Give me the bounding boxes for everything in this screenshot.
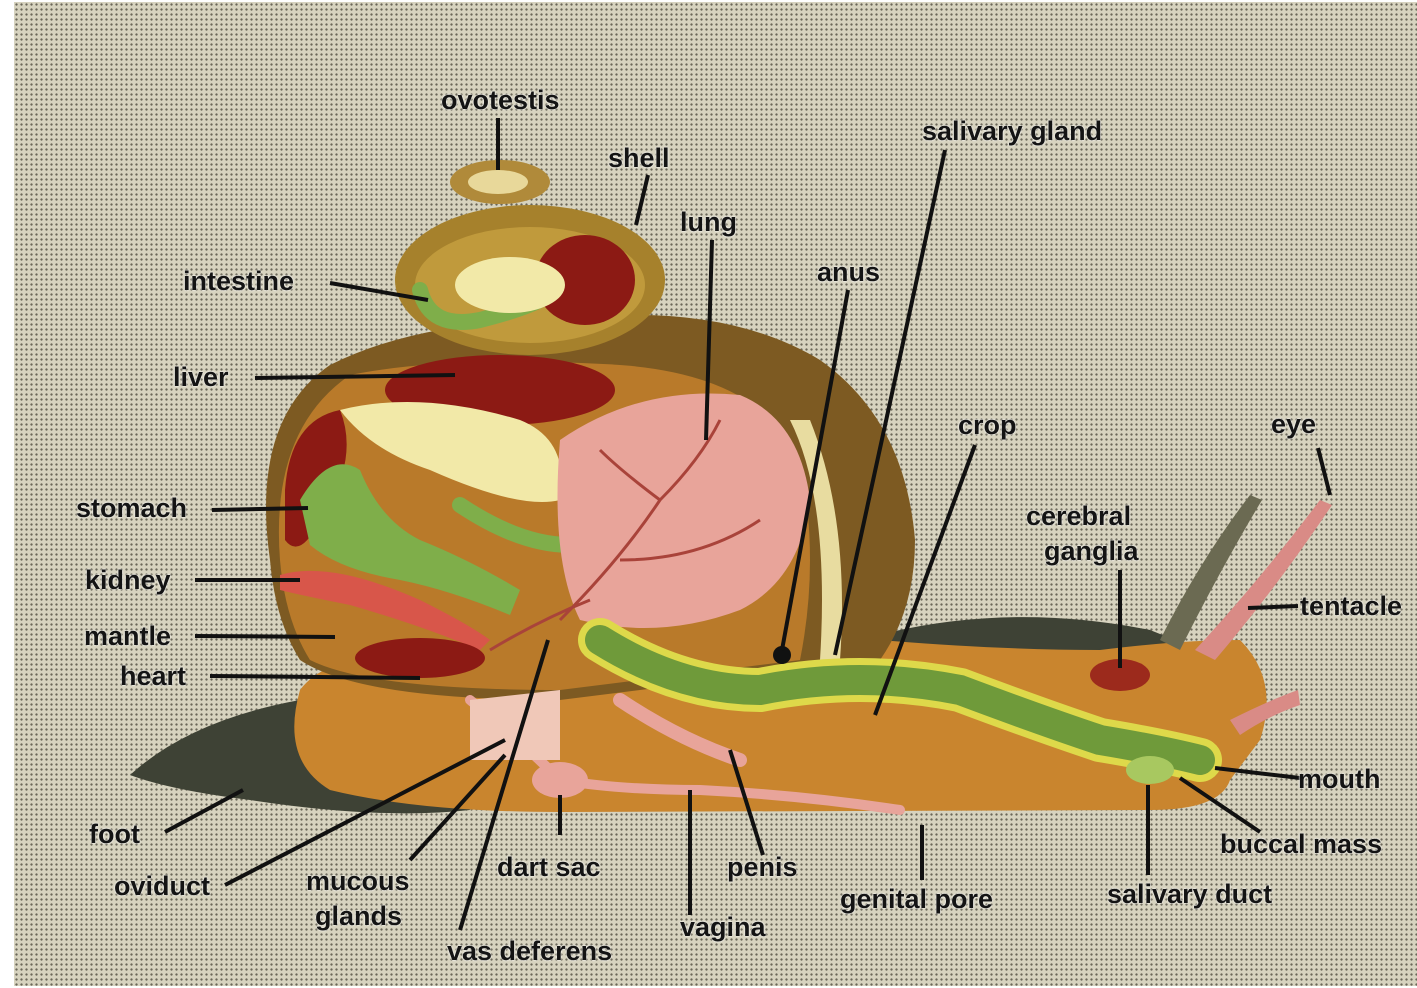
label-mantle: mantle: [84, 622, 171, 650]
label-foot: foot: [89, 820, 140, 848]
label-buccal-mass: buccal mass: [1220, 830, 1382, 858]
label-tentacle: tentacle: [1300, 592, 1402, 620]
label-shell: shell: [608, 144, 670, 172]
label-eye: eye: [1271, 410, 1316, 438]
apex-whorl-inner: [468, 170, 528, 194]
dart-sac: [532, 762, 588, 798]
label-anus: anus: [817, 258, 880, 286]
label-ovotestis: ovotestis: [441, 86, 560, 114]
label-liver: liver: [173, 363, 229, 391]
label-salivary-gland: salivary gland: [922, 117, 1102, 145]
label-vagina: vagina: [680, 913, 766, 941]
label-stomach: stomach: [76, 494, 187, 522]
gland-upper: [455, 257, 565, 313]
label-oviduct: oviduct: [114, 872, 210, 900]
label-intestine: intestine: [183, 267, 294, 295]
label-dart-sac: dart sac: [497, 853, 601, 881]
label-lung: lung: [680, 208, 737, 236]
label-salivary-duct: salivary duct: [1107, 880, 1272, 908]
tentacle-lower: [1160, 495, 1262, 650]
buccal-mass: [1126, 756, 1174, 784]
label-vas-deferens: vas deferens: [447, 937, 612, 965]
label-genital-pore: genital pore: [840, 885, 993, 913]
label-ganglia: ganglia: [1044, 537, 1139, 565]
label-cerebral: cerebral: [1026, 502, 1131, 530]
label-mucous: mucous: [306, 867, 410, 895]
label-kidney: kidney: [85, 566, 171, 594]
label-penis: penis: [727, 853, 798, 881]
label-crop: crop: [958, 411, 1017, 439]
heart: [355, 638, 485, 678]
label-mouth: mouth: [1298, 765, 1380, 793]
label-glands: glands: [315, 902, 402, 930]
label-heart: heart: [120, 662, 186, 690]
